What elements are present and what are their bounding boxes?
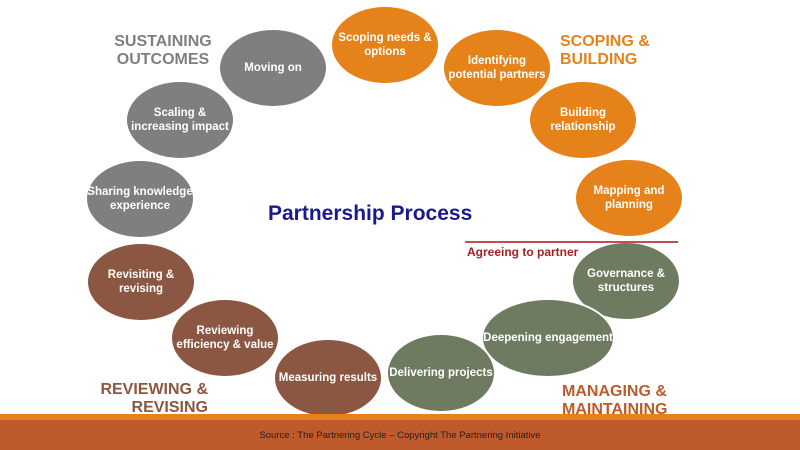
phase-managing: MANAGING & MAINTAINING	[562, 383, 668, 418]
node-deepening: Deepening engagement	[483, 300, 613, 376]
agreeing-label: Agreeing to partner	[467, 245, 579, 259]
node-sharing-knowledge: Sharing knowledge experience	[87, 161, 193, 237]
node-scoping-needs: Scoping needs & options	[332, 7, 438, 83]
node-scaling: Scaling & increasing impact	[127, 82, 233, 158]
node-delivering: Delivering projects	[388, 335, 494, 411]
footer: Source : The Partnering Cycle – Copyrigh…	[0, 420, 800, 450]
phase-sustaining: SUSTAINING OUTCOMES	[114, 33, 212, 68]
node-governance: Governance & structures	[573, 243, 679, 319]
node-revisiting: Revisiting & revising	[88, 244, 194, 320]
phase-reviewing: REVIEWING & REVISING	[100, 381, 208, 416]
source-text: Source : The Partnering Cycle – Copyrigh…	[259, 429, 541, 441]
footer-stripe	[0, 414, 800, 420]
node-measuring: Measuring results	[275, 340, 381, 416]
node-building-relationship: Building relationship	[530, 82, 636, 158]
diagram-title: Partnership Process	[268, 202, 473, 225]
phase-scoping: SCOPING & BUILDING	[560, 33, 650, 68]
node-identifying-partners: Identifying potential partners	[444, 30, 550, 106]
divider-line	[465, 241, 678, 243]
node-reviewing-efficiency: Reviewing efficiency & value	[172, 300, 278, 376]
node-mapping-planning: Mapping and planning	[576, 160, 682, 236]
node-moving-on: Moving on	[220, 30, 326, 106]
